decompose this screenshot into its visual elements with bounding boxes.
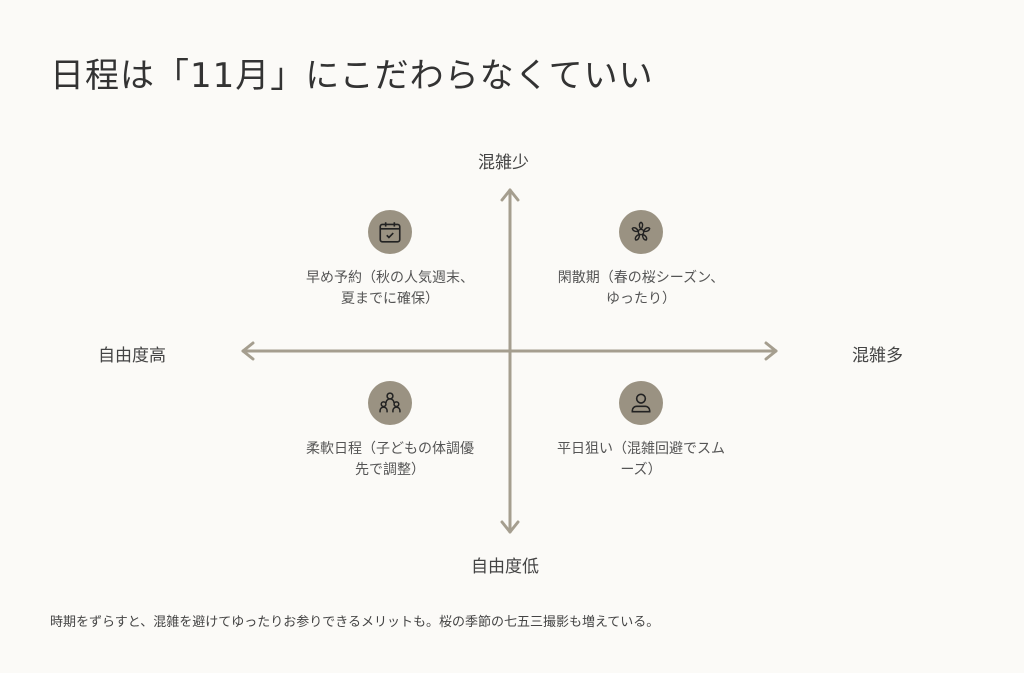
axis-label-left: 自由度高 bbox=[98, 346, 166, 366]
quadrant-bottom-right: 平日狙い（混雑回避でスムーズ） bbox=[546, 381, 736, 481]
flower-icon bbox=[619, 210, 663, 254]
quadrant-top-right: 閑散期（春の桜シーズン、ゆったり） bbox=[546, 210, 736, 310]
arrow-left bbox=[241, 341, 255, 361]
quadrant-label: 柔軟日程（子どもの体調優先で調整） bbox=[306, 441, 474, 478]
quadrant-label: 平日狙い（混雑回避でスムーズ） bbox=[557, 441, 725, 478]
axis-label-right: 混雑多 bbox=[852, 346, 903, 366]
page-title: 日程は「11月」にこだわらなくていい bbox=[50, 56, 654, 96]
axis-label-top: 混雑少 bbox=[478, 153, 529, 173]
family-icon bbox=[368, 381, 412, 425]
arrow-right bbox=[764, 341, 778, 361]
footer-note: 時期をずらすと、混雑を避けてゆったりお参りできるメリットも。桜の季節の七五三撮影… bbox=[50, 615, 660, 630]
quadrant-bottom-left: 柔軟日程（子どもの体調優先で調整） bbox=[295, 381, 485, 481]
axis-label-bottom: 自由度低 bbox=[471, 557, 539, 577]
person-icon bbox=[619, 381, 663, 425]
quadrant-label: 閑散期（春の桜シーズン、ゆったり） bbox=[557, 270, 725, 307]
quadrant-label: 早め予約（秋の人気週末、夏までに確保） bbox=[306, 270, 474, 307]
arrow-up bbox=[500, 188, 520, 202]
arrow-down bbox=[500, 520, 520, 534]
quadrant-top-left: 早め予約（秋の人気週末、夏までに確保） bbox=[295, 210, 485, 310]
calendar-check-icon bbox=[368, 210, 412, 254]
